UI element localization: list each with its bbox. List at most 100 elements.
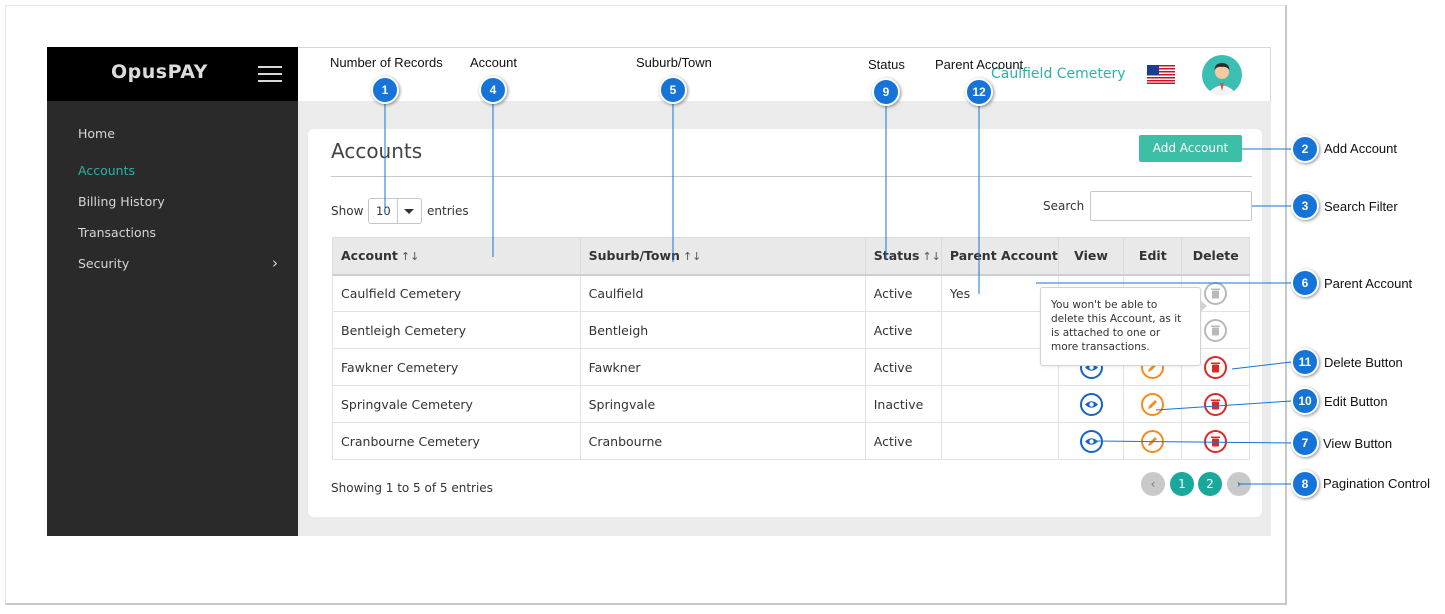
cell-status: Active — [864, 422, 942, 460]
cell-parent-account — [940, 385, 1059, 423]
entries-per-page-value: 10 — [376, 204, 391, 218]
caret-down-icon — [404, 209, 414, 214]
sidebar-item-accounts[interactable]: Accounts — [78, 163, 135, 178]
callout-badge: 2 — [1291, 135, 1319, 163]
delete-disabled-tooltip: You won't be able to delete this Account… — [1040, 287, 1201, 366]
callout-label: Parent Account — [935, 57, 1024, 72]
cell-status: Active — [864, 274, 942, 312]
cell-view — [1057, 422, 1125, 460]
delete-button-disabled — [1204, 281, 1228, 305]
callout-label: Suburb/Town — [636, 55, 712, 70]
eye-icon — [1084, 400, 1098, 408]
trash-icon — [1211, 362, 1221, 372]
add-account-button[interactable]: Add Account — [1139, 135, 1242, 162]
callout-badge: 4 — [479, 76, 507, 104]
cell-status: Inactive — [864, 385, 942, 423]
delete-button[interactable] — [1204, 392, 1228, 416]
callout-label: Delete Button — [1324, 355, 1403, 370]
view-button[interactable] — [1079, 429, 1103, 453]
callout-badge: 12 — [965, 78, 993, 106]
sidebar-item-transactions[interactable]: Transactions — [78, 225, 157, 240]
cell-delete — [1181, 422, 1250, 460]
pencil-icon — [1148, 399, 1158, 409]
sidebar-item-billing-history[interactable]: Billing History — [78, 194, 165, 209]
table-row: Springvale Cemetery Springvale Inactive — [332, 385, 1250, 423]
pagination-next-button[interactable]: › — [1227, 472, 1251, 496]
column-header-account[interactable]: Account↑↓ — [332, 237, 581, 276]
cell-account: Springvale Cemetery — [332, 385, 581, 423]
select-separator — [397, 199, 398, 223]
table-row: Bentleigh Cemetery Bentleigh Active — [332, 311, 1250, 349]
column-header-label: Account — [341, 248, 398, 264]
sort-icon[interactable]: ↑↓ — [682, 250, 702, 264]
callout-label: Search Filter — [1324, 199, 1398, 214]
hamburger-menu-icon[interactable] — [258, 66, 282, 82]
cell-suburb: Caulfield — [579, 274, 866, 312]
cell-edit — [1123, 422, 1183, 460]
avatar[interactable] — [1202, 55, 1242, 95]
us-flag-icon[interactable] — [1147, 65, 1175, 84]
sidebar — [47, 47, 298, 536]
column-header-suburb[interactable]: Suburb/Town↑↓ — [579, 237, 866, 276]
cell-view — [1057, 385, 1125, 423]
eye-icon — [1084, 437, 1098, 445]
cell-parent-account — [940, 311, 1059, 349]
accounts-table: Account↑↓ Suburb/Town↑↓ Status↑↓ Parent … — [332, 237, 1250, 460]
callout-badge: 11 — [1291, 348, 1319, 376]
delete-button-disabled — [1204, 318, 1228, 342]
divider — [331, 176, 1252, 177]
entries-per-page-select[interactable]: 10 — [368, 198, 422, 224]
entries-label: entries — [427, 204, 469, 218]
pagination-page-button[interactable]: 2 — [1198, 472, 1222, 496]
column-header-edit: Edit — [1123, 237, 1183, 276]
cell-suburb: Bentleigh — [579, 311, 866, 349]
cell-suburb: Springvale — [579, 385, 866, 423]
brand-logo: OpusPAY — [111, 61, 208, 83]
callout-label: Edit Button — [1324, 394, 1388, 409]
column-header-delete: Delete — [1181, 237, 1250, 276]
cell-account: Caulfield Cemetery — [332, 274, 581, 312]
callout-badge: 5 — [659, 76, 687, 104]
pagination-prev-button[interactable]: ‹ — [1141, 472, 1165, 496]
tooltip-arrow — [1200, 300, 1207, 312]
search-label: Search — [1043, 199, 1085, 213]
sidebar-item-security[interactable]: Security — [78, 256, 130, 271]
delete-button[interactable] — [1204, 355, 1228, 379]
top-header — [298, 47, 1271, 101]
trash-icon — [1211, 399, 1221, 409]
callout-label: Status — [868, 57, 905, 72]
column-header-label: Status — [873, 248, 920, 264]
edit-button[interactable] — [1141, 392, 1165, 416]
table-row: Fawkner Cemetery Fawkner Active — [332, 348, 1250, 386]
callout-badge: 7 — [1291, 429, 1319, 457]
search-input[interactable] — [1090, 191, 1252, 221]
callout-label: Account — [470, 55, 517, 70]
callout-badge: 10 — [1291, 387, 1319, 415]
callout-badge: 3 — [1291, 192, 1319, 220]
sort-icon[interactable]: ↑↓ — [400, 250, 420, 264]
callout-label: Number of Records — [330, 55, 443, 70]
cell-account: Cranbourne Cemetery — [332, 422, 581, 460]
delete-button[interactable] — [1204, 429, 1228, 453]
column-header-parent-account: Parent Account — [940, 237, 1059, 276]
cell-status: Active — [864, 348, 942, 386]
edit-button[interactable] — [1141, 429, 1165, 453]
view-button[interactable] — [1079, 392, 1103, 416]
pagination-page-button[interactable]: 1 — [1170, 472, 1194, 496]
column-header-label: Delete — [1192, 248, 1239, 264]
client-name: Caulfield Cemetery — [991, 66, 1126, 82]
callout-badge: 1 — [371, 76, 399, 104]
sidebar-item-home[interactable]: Home — [78, 126, 115, 141]
column-header-status[interactable]: Status↑↓ — [864, 237, 942, 276]
table-row: Cranbourne Cemetery Cranbourne Active — [332, 422, 1250, 460]
column-header-label: Edit — [1138, 248, 1167, 264]
column-header-label: Suburb/Town — [588, 248, 680, 264]
pencil-icon — [1148, 436, 1158, 446]
column-header-label: View — [1074, 248, 1108, 264]
cell-account: Bentleigh Cemetery — [332, 311, 581, 349]
callout-badge: 8 — [1291, 470, 1319, 498]
cell-suburb: Cranbourne — [579, 422, 866, 460]
chevron-right-icon: › — [272, 254, 278, 272]
column-header-label: Parent Account — [949, 248, 1058, 264]
sort-icon[interactable]: ↑↓ — [922, 250, 941, 264]
